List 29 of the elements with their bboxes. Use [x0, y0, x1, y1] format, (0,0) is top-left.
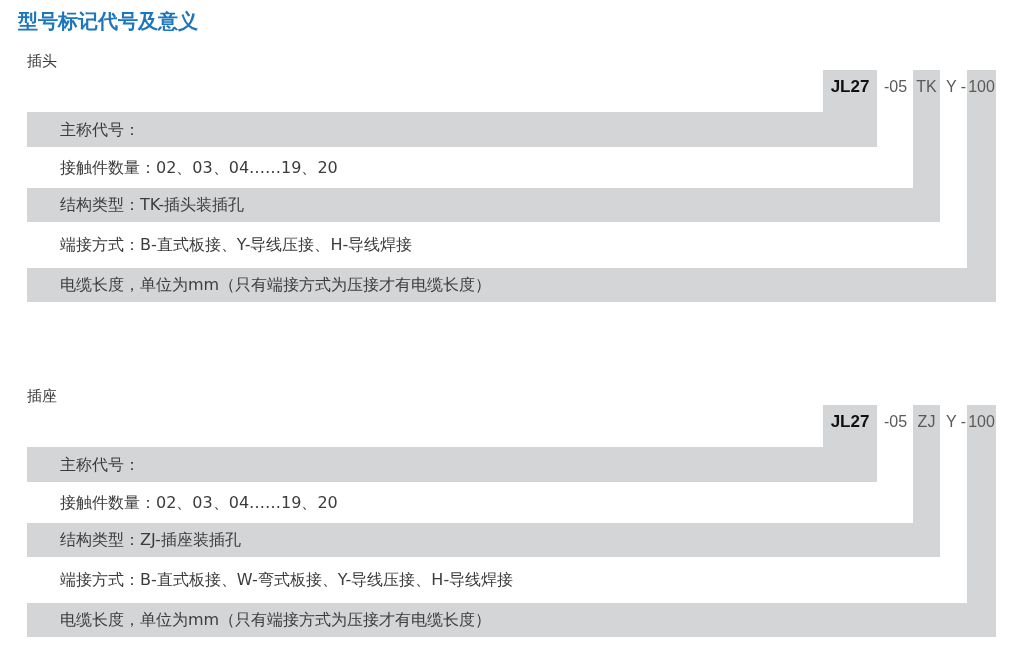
field-description: 结构类型：ZJ-插座装插孔 — [60, 530, 241, 550]
field-description: 接触件数量：02、03、04……19、20 — [60, 493, 338, 513]
code-label: JL27 — [829, 77, 871, 97]
code-label: 100 — [967, 77, 996, 97]
code-label: Y - — [946, 412, 967, 432]
code-label: TK — [915, 77, 938, 97]
section-heading: 插头 — [27, 52, 57, 70]
code-label: Y - — [946, 77, 967, 97]
field-description: 结构类型：TK-插头装插孔 — [60, 195, 245, 215]
field-description: 主称代号： — [60, 120, 140, 140]
designation-band — [27, 70, 877, 147]
designation-band — [27, 70, 996, 302]
field-description: 电缆长度，单位为mm（只有端接方式为压接才有电缆长度） — [60, 610, 492, 630]
code-label: JL27 — [829, 412, 871, 432]
field-description: 端接方式：B-直式板接、Y-导线压接、H-导线焊接 — [60, 235, 413, 255]
code-label: 100 — [967, 412, 996, 432]
field-description: 接触件数量：02、03、04……19、20 — [60, 158, 338, 178]
designation-band — [27, 405, 877, 482]
designation-band — [27, 405, 940, 557]
field-description: 主称代号： — [60, 455, 140, 475]
code-label: ZJ — [916, 412, 937, 432]
code-label: -05 — [884, 412, 908, 432]
section-heading: 插座 — [27, 387, 57, 405]
designation-band — [27, 405, 996, 637]
designation-band — [27, 70, 940, 222]
code-label: -05 — [884, 77, 908, 97]
field-description: 电缆长度，单位为mm（只有端接方式为压接才有电缆长度） — [60, 275, 492, 295]
page-title: 型号标记代号及意义 — [18, 8, 198, 34]
field-description: 端接方式：B-直式板接、W-弯式板接、Y-导线压接、H-导线焊接 — [60, 570, 514, 590]
